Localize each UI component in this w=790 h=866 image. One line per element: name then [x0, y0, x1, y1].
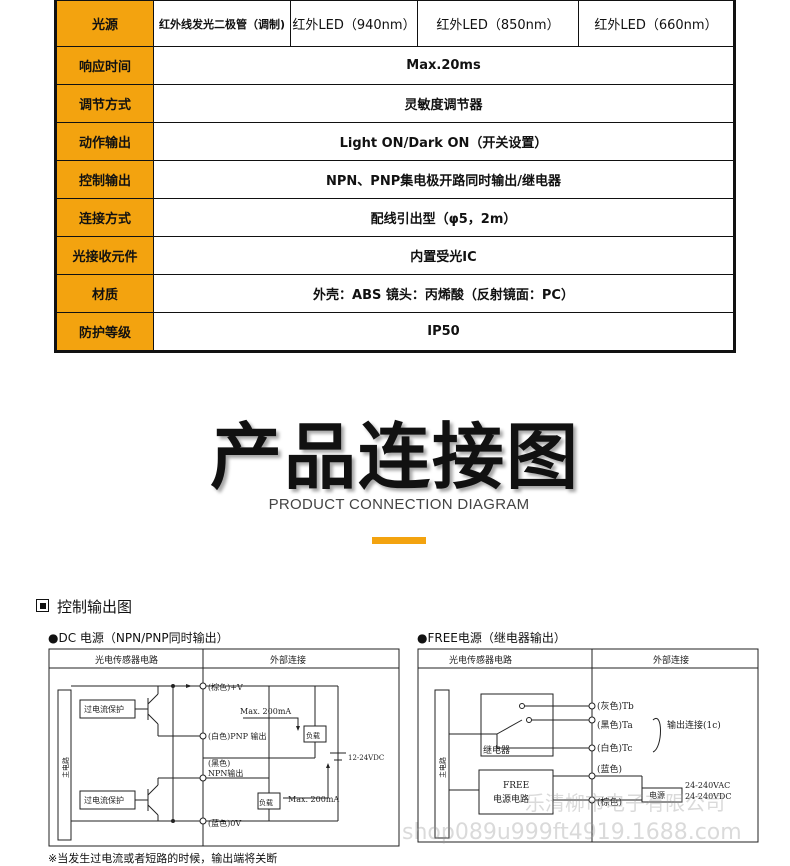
spec-row: 防护等级 IP50	[55, 312, 735, 352]
dc-note: ※当发生过电流或者短路的时候，输出端将关断	[48, 852, 278, 865]
free-supply-line1: FREE	[503, 781, 529, 791]
dc-npn: NPN输出	[208, 768, 243, 778]
spec-label: 光接收元件	[55, 236, 154, 275]
dc-voltage: 12-24VDC	[348, 754, 384, 762]
spec-row: 连接方式 配线引出型（φ5，2m）	[55, 198, 735, 237]
spec-value: 外壳：ABS 镜头：丙烯酸（反射镜面：PC）	[153, 274, 735, 313]
spec-row: 动作输出 Light ON/Dark ON（开关设置）	[55, 122, 735, 161]
dc-load-top: 负载	[306, 731, 320, 740]
watermark-url: shop089u999ft4919.1688.com	[402, 820, 742, 845]
spec-value: 红外LED（940nm）	[290, 0, 418, 47]
heading-text: 控制输出图	[57, 598, 133, 616]
dc-caption: ●DC 电源（NPN/PNP同时输出）	[48, 631, 229, 645]
dc-col-left: 光电传感器电路	[95, 654, 158, 666]
dc-black: (黑色)	[208, 758, 230, 768]
watermark-company: 乐清柳市电子有限公司	[525, 791, 725, 815]
spec-value: 红外LED（850nm）	[417, 0, 579, 47]
spec-value: 红外线发光二极管（调制)	[153, 0, 291, 47]
spec-value: Light ON/Dark ON（开关设置）	[153, 122, 735, 161]
spec-row-light-source: 光源 红外线发光二极管（调制) 红外LED（940nm） 红外LED（850nm…	[55, 0, 735, 47]
free-ac: 24-240VAC	[685, 781, 730, 790]
dc-wiring-diagram: 光电传感器电路 外部连接 主电路 过电流保护 过电流保护 (棕色)+V Max.…	[48, 648, 400, 847]
spec-row: 调节方式 灵敏度调节器	[55, 84, 735, 123]
free-gray: (灰色)Tb	[597, 700, 634, 712]
dc-brown: (棕色)+V	[208, 682, 243, 692]
spec-row: 响应时间 Max.20ms	[55, 46, 735, 85]
spec-value: Max.20ms	[153, 46, 735, 85]
free-power: 电源	[649, 790, 665, 800]
free-col-right: 外部连接	[653, 654, 689, 666]
free-relay: 继电器	[483, 744, 510, 756]
dc-load-bottom: 负载	[259, 798, 273, 807]
spec-label: 控制输出	[55, 160, 154, 199]
spec-label: 连接方式	[55, 198, 154, 237]
dc-max-top: Max. 200mA	[240, 707, 291, 716]
free-col-left: 光电传感器电路	[449, 654, 512, 666]
free-blue: (蓝色)	[597, 763, 622, 775]
spec-label: 动作输出	[55, 122, 154, 161]
spec-value: 内置受光IC	[153, 236, 735, 275]
free-brown: (棕色)	[597, 796, 622, 808]
spec-row: 光接收元件 内置受光IC	[55, 236, 735, 275]
dc-protect-top: 过电流保护	[84, 704, 124, 714]
accent-bar	[372, 537, 426, 544]
spec-row: 材质 外壳：ABS 镜头：丙烯酸（反射镜面：PC）	[55, 274, 735, 313]
free-output: 输出连接(1c)	[667, 719, 721, 731]
spec-row: 控制输出 NPN、PNP集电极开路同时输出/继电器	[55, 160, 735, 199]
dc-max-bottom: Max. 200mA	[288, 795, 339, 804]
spec-value: NPN、PNP集电极开路同时输出/继电器	[153, 160, 735, 199]
free-white: (白色)Tc	[597, 742, 632, 754]
spec-label: 光源	[55, 0, 154, 47]
free-wiring-diagram: 光电传感器电路 外部连接 主电路 继电器 (灰色)Tb (黑色)Ta (白色)T…	[417, 648, 759, 843]
spec-value: 灵敏度调节器	[153, 84, 735, 123]
dc-white: (白色)PNP 输出	[208, 731, 267, 741]
spec-label: 调节方式	[55, 84, 154, 123]
spec-label: 材质	[55, 274, 154, 313]
control-output-heading: 控制输出图	[36, 596, 132, 617]
spec-label: 响应时间	[55, 46, 154, 85]
spec-value: 红外LED（660nm）	[578, 0, 735, 47]
free-caption: ●FREE电源（继电器输出）	[417, 631, 566, 645]
spec-label: 防护等级	[55, 312, 154, 352]
dc-col-right: 外部连接	[270, 654, 306, 666]
spec-value: IP50	[153, 312, 735, 352]
dc-protect-bottom: 过电流保护	[84, 795, 124, 805]
spec-value: 配线引出型（φ5，2m）	[153, 198, 735, 237]
section-title: 产品连接图	[209, 415, 580, 499]
free-black: (黑色)Ta	[597, 719, 633, 731]
section-subtitle: PRODUCT CONNECTION DIAGRAM	[268, 496, 530, 513]
square-bullet-icon	[36, 599, 49, 612]
free-dc: 24-240VDC	[685, 792, 731, 801]
free-supply-line2: 电源电路	[493, 793, 529, 805]
dc-main-circuit: 主电路	[61, 757, 70, 778]
free-main-circuit: 主电路	[438, 757, 447, 778]
dc-blue: (蓝色)0V	[208, 818, 241, 828]
spec-table: 光源 红外线发光二极管（调制) 红外LED（940nm） 红外LED（850nm…	[54, 0, 736, 353]
